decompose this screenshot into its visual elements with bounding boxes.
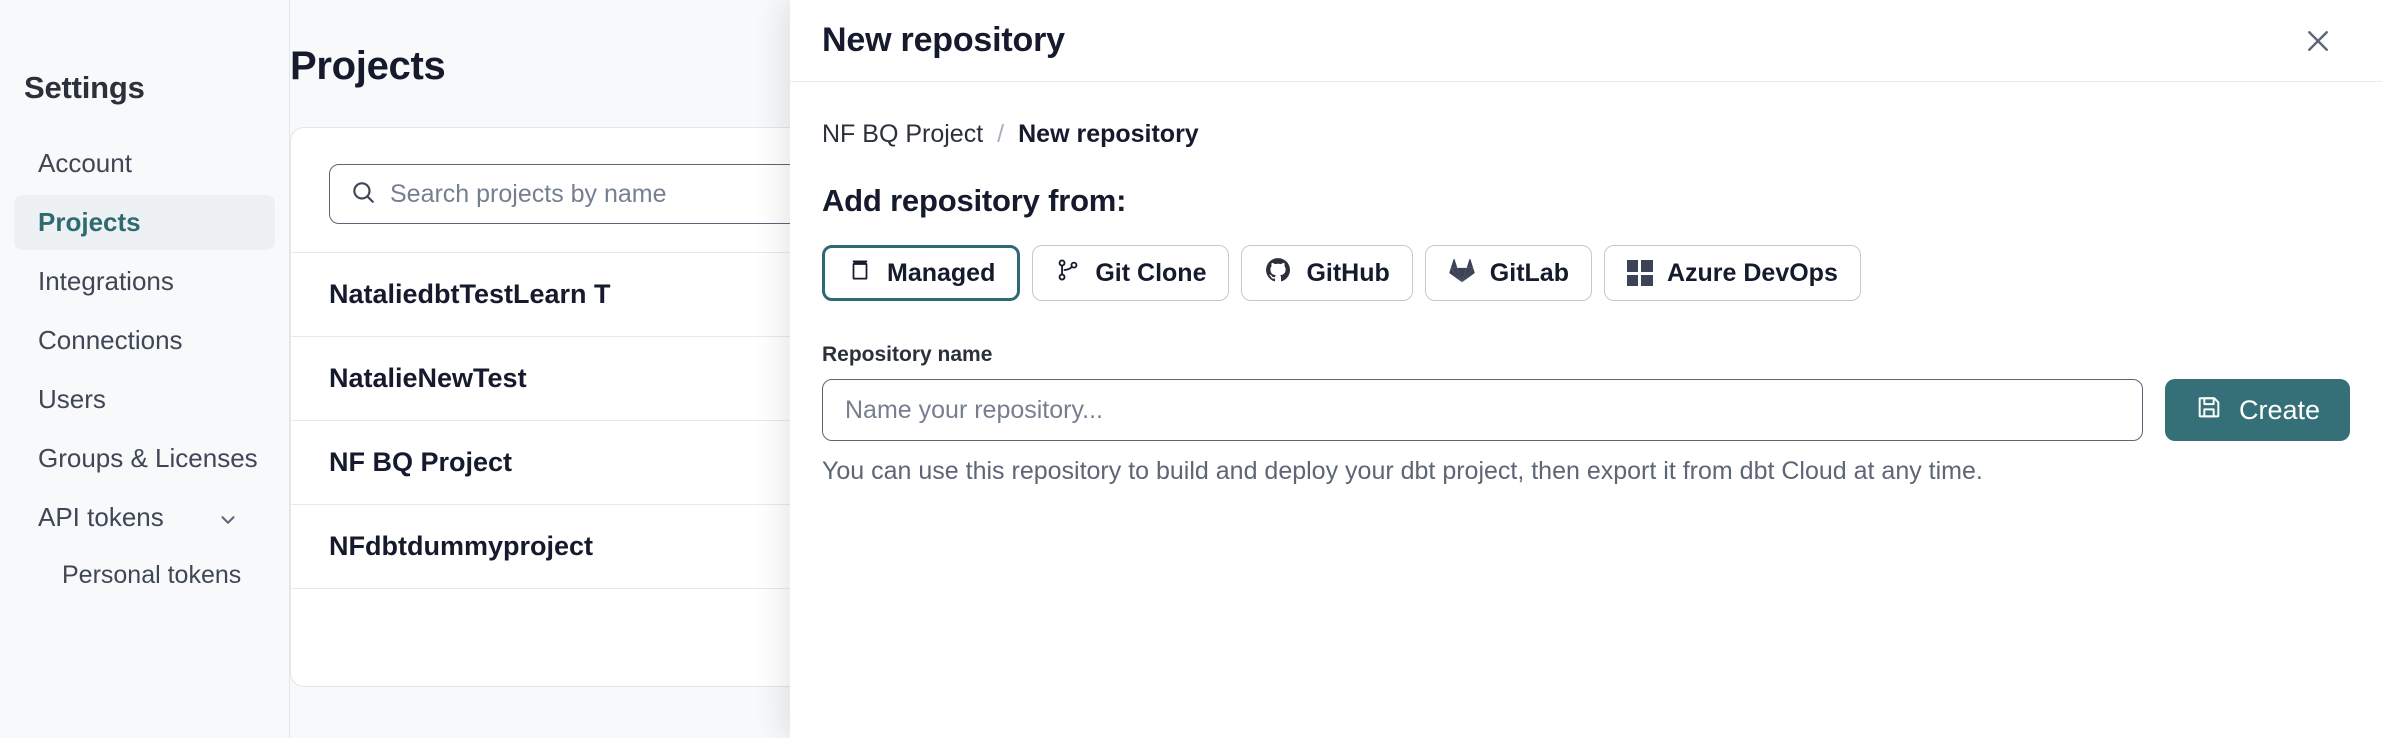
page-title-wrap: Projects <box>290 44 2382 89</box>
sidebar-item-users[interactable]: Users <box>38 384 106 414</box>
managed-icon <box>847 257 873 290</box>
provider-option-gitlab[interactable]: GitLab <box>1424 245 1592 301</box>
provider-option-git-clone[interactable]: Git Clone <box>1032 245 1230 301</box>
sidebar-item-api-tokens[interactable]: API tokens <box>14 490 275 545</box>
breadcrumb-parent[interactable]: NF BQ Project <box>822 120 984 148</box>
search-icon <box>350 179 376 210</box>
page-title: Projects <box>290 44 446 88</box>
add-repository-heading: Add repository from: <box>822 183 1127 218</box>
provider-option-managed[interactable]: Managed <box>822 245 1021 301</box>
close-icon[interactable] <box>2296 19 2340 63</box>
github-icon <box>1264 256 1292 291</box>
sidebar-item-connections[interactable]: Connections <box>38 325 183 355</box>
panel-body: NF BQ Project / New repository Add repos… <box>790 82 2382 486</box>
create-button-label: Create <box>2238 394 2320 425</box>
panel-title: New repository <box>822 21 1065 59</box>
sidebar-item-groups-licenses[interactable]: Groups & Licenses <box>38 443 258 473</box>
search-placeholder: Search projects by name <box>390 179 667 208</box>
settings-sidebar: Settings Account Projects Integrations C… <box>0 0 290 738</box>
repository-name-label: Repository name <box>822 343 993 366</box>
azure-devops-icon <box>1626 260 1653 286</box>
sidebar-title: Settings <box>24 70 145 105</box>
new-repository-panel: New repository NF BQ Project / New repos… <box>790 0 2382 738</box>
create-button[interactable]: Create <box>2164 379 2350 441</box>
repository-name-row: Create <box>822 379 2350 441</box>
breadcrumb-separator: / <box>997 120 1005 148</box>
repository-name-input[interactable] <box>822 379 2143 441</box>
repository-help-text: You can use this repository to build and… <box>822 457 1983 485</box>
provider-label: Managed <box>887 258 996 287</box>
provider-label: Azure DevOps <box>1666 258 1838 287</box>
provider-option-github[interactable]: GitHub <box>1241 245 1413 301</box>
provider-options: Managed Git Clone <box>822 245 2350 301</box>
chevron-down-icon <box>217 507 239 529</box>
panel-header: New repository <box>790 0 2382 82</box>
provider-label: Git Clone <box>1095 258 1207 287</box>
sidebar-item-label: API tokens <box>38 502 164 532</box>
git-clone-icon <box>1055 257 1081 290</box>
sidebar-item-integrations[interactable]: Integrations <box>38 266 174 296</box>
provider-label: GitLab <box>1489 258 1569 287</box>
sidebar-item-personal-tokens[interactable]: Personal tokens <box>62 561 242 589</box>
breadcrumb-current: New repository <box>1018 120 1199 148</box>
provider-option-azure-devops[interactable]: Azure DevOps <box>1603 245 1861 301</box>
sidebar-item-account[interactable]: Account <box>38 148 132 178</box>
gitlab-icon <box>1448 256 1476 291</box>
provider-label: GitHub <box>1306 258 1390 287</box>
save-icon <box>2195 393 2223 428</box>
sidebar-item-projects[interactable]: Projects <box>14 195 275 250</box>
breadcrumb: NF BQ Project / New repository <box>822 120 2350 149</box>
